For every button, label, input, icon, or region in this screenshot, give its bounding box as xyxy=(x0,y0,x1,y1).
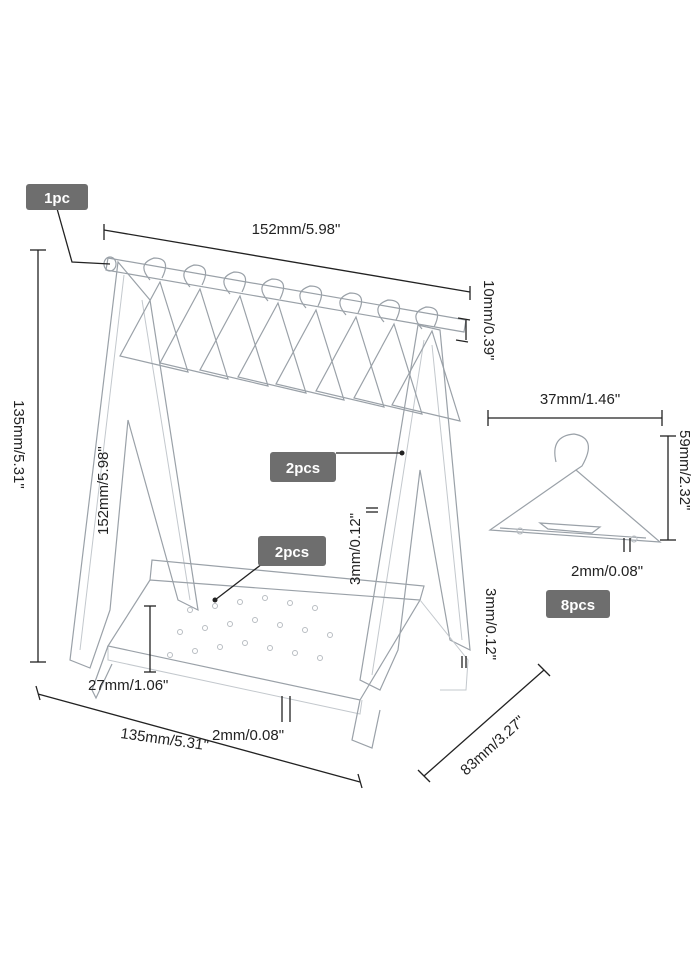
hanger-thickness-label: 2mm/0.08" xyxy=(571,563,643,580)
base-height-label: 27mm/1.06" xyxy=(88,677,168,694)
badge-bar: 1pc xyxy=(26,184,88,210)
top-bar xyxy=(103,256,467,333)
hanger-width-label: 37mm/1.46" xyxy=(540,391,620,408)
rack-illustration xyxy=(69,256,471,749)
dimension-lines xyxy=(30,204,676,789)
single-hanger-illustration xyxy=(488,433,662,543)
frame-thickness-label: 3mm/0.12" xyxy=(347,513,364,585)
left-side-frame xyxy=(69,260,199,669)
base-tray xyxy=(91,559,469,749)
svg-text:2pcs: 2pcs xyxy=(286,460,320,477)
badge-hangers: 8pcs xyxy=(546,590,610,618)
rack-hangers xyxy=(119,257,461,422)
base-width-label: 135mm/5.31" xyxy=(119,725,209,754)
svg-text:8pcs: 8pcs xyxy=(561,597,595,614)
total-height-label: 135mm/5.31" xyxy=(10,400,27,489)
hanger-height-label: 59mm/2.32" xyxy=(676,430,693,510)
badge-side-frames: 2pcs xyxy=(270,452,336,482)
base-depth-label: 83mm/3.27" xyxy=(457,713,528,779)
badge-base-panels: 2pcs xyxy=(258,536,326,566)
frame-height-label: 152mm/5.98" xyxy=(95,446,112,535)
right-side-frame xyxy=(359,324,471,691)
svg-text:2pcs: 2pcs xyxy=(275,544,309,561)
base-thickness-label: 3mm/0.12" xyxy=(482,588,499,660)
bar-height-label: 10mm/0.39" xyxy=(480,280,497,360)
bar-length-label: 152mm/5.98" xyxy=(252,221,341,238)
svg-text:1pc: 1pc xyxy=(44,190,70,207)
base-slot-label: 2mm/0.08" xyxy=(212,727,284,744)
